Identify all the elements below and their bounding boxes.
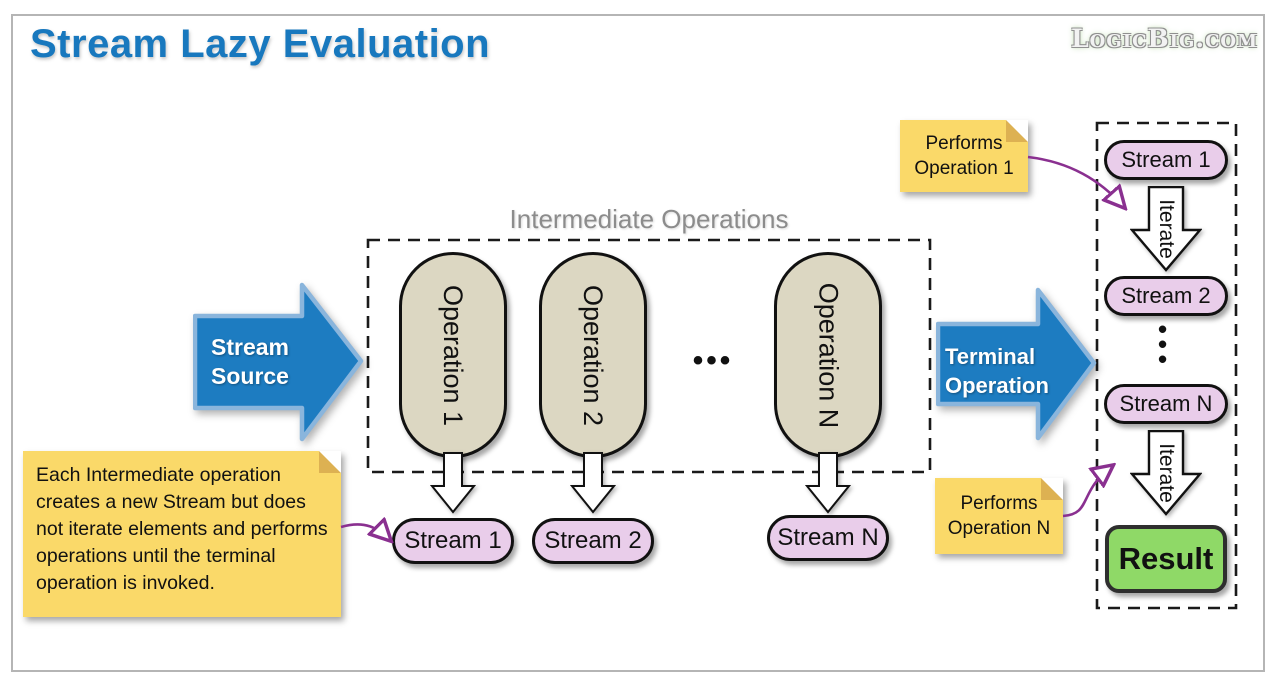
result-stream-2-label: Stream 2 [1121, 283, 1211, 308]
stream-2-label: Stream 2 [544, 527, 642, 554]
stream-n-capsule: Stream N [767, 515, 889, 561]
result-stream-n-label: Stream N [1119, 391, 1213, 416]
intermediate-operations-label: Intermediate Operations [509, 204, 789, 234]
lazy-evaluation-note: Each Intermediate operation creates a ne… [23, 451, 341, 617]
iterate-label: Iterate [1155, 199, 1178, 259]
performs-operation-1-note: Performs Operation 1 [900, 120, 1028, 192]
stream-source-arrow-icon [193, 282, 364, 442]
operation-2-capsule: Operation 2 [539, 252, 647, 458]
terminal-operation-arrow-label: Terminal Operation [945, 344, 1049, 398]
performs-operation-n-note: Performs Operation N [935, 478, 1063, 554]
result-stream-1-capsule: Stream 1 [1104, 140, 1228, 180]
operation-n-label: Operation N [813, 282, 844, 428]
result-stream-2-capsule: Stream 2 [1104, 276, 1228, 316]
down-arrow-icon [805, 452, 851, 514]
down-arrow-icon [570, 452, 616, 514]
terminal-operation-arrow-icon [936, 287, 1097, 441]
stream-1-label: Stream 1 [404, 527, 502, 554]
down-arrow-icon [430, 452, 476, 514]
stream-1-capsule: Stream 1 [392, 518, 514, 564]
iterate-arrow-1: Iterate [1130, 186, 1202, 272]
vertical-ellipsis: ••• [1158, 314, 1168, 374]
result-stream-1-label: Stream 1 [1121, 147, 1211, 172]
stream-source-arrow-label: Stream Source [211, 334, 289, 389]
stream-2-capsule: Stream 2 [532, 518, 654, 564]
stream-n-label: Stream N [777, 524, 879, 551]
operation-n-capsule: Operation N [774, 252, 882, 458]
operation-2-label: Operation 2 [578, 284, 609, 426]
result-stream-n-capsule: Stream N [1104, 384, 1228, 424]
operation-1-capsule: Operation 1 [399, 252, 507, 458]
result-label: Result [1118, 541, 1214, 576]
operation-1-label: Operation 1 [438, 284, 469, 426]
logicbig-logo: LogicBig.com [1071, 24, 1258, 53]
lazy-evaluation-note-text: Each Intermediate operation creates a ne… [36, 464, 328, 594]
iterate-arrow-2: Iterate [1130, 430, 1202, 516]
page-title: Stream Lazy Evaluation [30, 22, 491, 66]
horizontal-ellipsis: ••• [692, 344, 734, 377]
result-box: Result [1105, 525, 1227, 593]
iterate-label: Iterate [1155, 443, 1178, 503]
